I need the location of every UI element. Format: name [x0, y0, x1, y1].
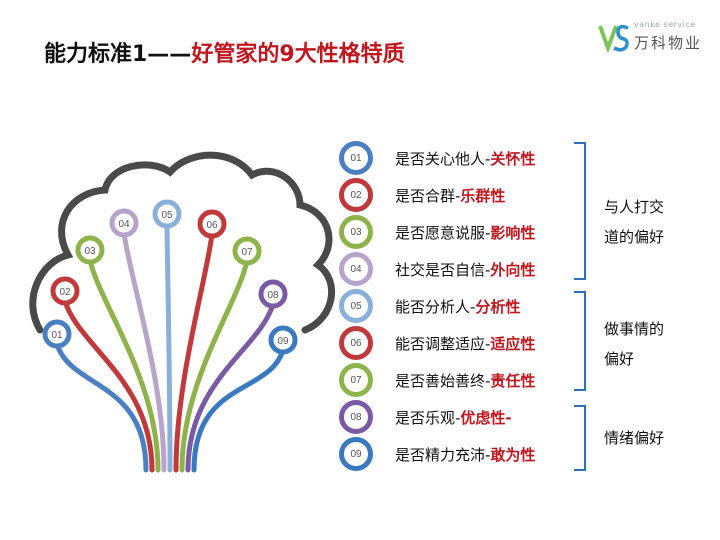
trait-item-04: 04 社交是否自信-外向性: [339, 252, 535, 286]
tree-node-label: 06: [206, 220, 218, 231]
tree-stem-03: [87, 257, 161, 473]
logo-chinese: 万科物业: [634, 34, 703, 52]
tree-node-05: 05: [152, 199, 182, 229]
trait-question: 能否分析人-: [395, 297, 476, 316]
tree-stem-06: [173, 231, 215, 473]
tree-node-label: 07: [241, 247, 253, 258]
trait-number-badge: 09: [339, 437, 373, 471]
trait-text: 能否分析人-分析性: [395, 296, 520, 317]
page-title: 能力标准1——好管家的9大性格特质: [44, 36, 405, 68]
tree-node-label: 02: [59, 287, 71, 298]
trait-text: 社交是否自信-外向性: [395, 259, 535, 280]
trait-question: 是否精力充沛-: [395, 445, 491, 464]
trait-name: 分析性: [475, 297, 521, 316]
trait-question: 是否关心他人-: [395, 149, 491, 168]
trait-item-02: 02 是否合群-乐群性: [339, 178, 505, 212]
trait-number-badge: 06: [339, 326, 373, 360]
tree-node-label: 09: [277, 336, 289, 347]
tree-stem-07: [179, 258, 250, 473]
trait-question: 社交是否自信-: [395, 260, 491, 279]
trait-name: 外向性: [490, 260, 536, 279]
tree-stem-04: [121, 230, 167, 473]
tree-node-08: 08: [258, 279, 288, 309]
tree-node-04: 04: [109, 208, 139, 238]
tree-node-label: 05: [161, 210, 173, 221]
group-bracket-1: [574, 142, 586, 280]
tree-node-label: 01: [51, 330, 63, 341]
tree-node-03: 03: [75, 235, 105, 265]
trait-number-badge: 02: [339, 178, 373, 212]
trait-number-badge: 04: [339, 252, 373, 286]
trait-question: 能否调整适应-: [395, 334, 491, 353]
group-bracket-3: [574, 405, 586, 471]
tree-stem-02: [62, 298, 155, 473]
trait-number-badge: 07: [339, 363, 373, 397]
group-label-line: 偏好: [604, 350, 635, 368]
vs-logo-icon: [598, 24, 629, 52]
tree-stem-09: [191, 347, 286, 473]
trait-item-09: 09 是否精力充沛-敢为性: [339, 437, 535, 471]
trait-name: 乐群性: [460, 186, 506, 205]
title-main: 能力标准1——: [44, 42, 192, 67]
trait-name: 适应性: [490, 334, 536, 353]
trait-question: 是否合群-: [395, 186, 461, 205]
group-label-line: 道的偏好: [604, 228, 665, 246]
trait-text: 是否善始善终-责任性: [395, 370, 535, 391]
tree-node-06: 06: [197, 209, 227, 239]
trait-question: 是否愿意说服-: [395, 223, 491, 242]
tree-canopy-outline: [29, 151, 336, 334]
tree-node-01: 01: [42, 319, 72, 349]
trait-item-01: 01 是否关心他人-关怀性: [339, 141, 535, 175]
trait-item-08: 08 是否乐观-优虑性-: [339, 400, 512, 434]
trait-text: 是否精力充沛-敢为性: [395, 444, 535, 465]
tree-node-label: 03: [84, 246, 96, 257]
trait-name: 敢为性: [490, 445, 536, 464]
tree-node-label: 04: [118, 219, 130, 230]
group-bracket-2: [574, 291, 586, 391]
group-label-2: 做事情的偏好: [604, 314, 664, 374]
trait-text: 能否调整适应-适应性: [395, 333, 535, 354]
trait-number-badge: 03: [339, 215, 373, 249]
group-label-line: 做事情的: [604, 320, 665, 338]
trait-text: 是否合群-乐群性: [395, 185, 505, 206]
tree-node-07: 07: [232, 236, 262, 266]
tree-node-label: 08: [267, 290, 279, 301]
tree-node-02: 02: [50, 276, 80, 306]
group-label-3: 情绪偏好: [604, 423, 664, 453]
tree-stem-01: [54, 341, 149, 473]
trait-item-03: 03 是否愿意说服-影响性: [339, 215, 535, 249]
trait-text: 是否关心他人-关怀性: [395, 148, 535, 169]
trait-item-07: 07 是否善始善终-责任性: [339, 363, 535, 397]
trait-number-badge: 01: [339, 141, 373, 175]
trait-number-badge: 08: [339, 400, 373, 434]
group-label-1: 与人打交道的偏好: [604, 192, 664, 252]
trait-question: 是否乐观-: [395, 408, 461, 427]
trait-name: 关怀性: [490, 149, 536, 168]
trait-name: 影响性: [490, 223, 536, 242]
trait-number-badge: 05: [339, 289, 373, 323]
logo-english: vanke service: [634, 20, 696, 29]
trait-text: 是否乐观-优虑性-: [395, 407, 512, 428]
trait-item-06: 06 能否调整适应-适应性: [339, 326, 535, 360]
tree-stem-08: [185, 301, 276, 473]
group-label-line: 与人打交: [604, 198, 665, 216]
trait-text: 是否愿意说服-影响性: [395, 222, 535, 243]
trait-name: 优虑性-: [460, 408, 512, 427]
group-label-line: 情绪偏好: [604, 429, 665, 447]
trait-question: 是否善始善终-: [395, 371, 491, 390]
trait-name: 责任性: [490, 371, 536, 390]
vanke-logo: vanke service 万科物业: [598, 18, 708, 58]
tree-stem-05: [164, 221, 173, 473]
title-accent: 好管家的9大性格特质: [191, 42, 405, 67]
tree-node-09: 09: [268, 325, 298, 355]
trait-item-05: 05 能否分析人-分析性: [339, 289, 520, 323]
